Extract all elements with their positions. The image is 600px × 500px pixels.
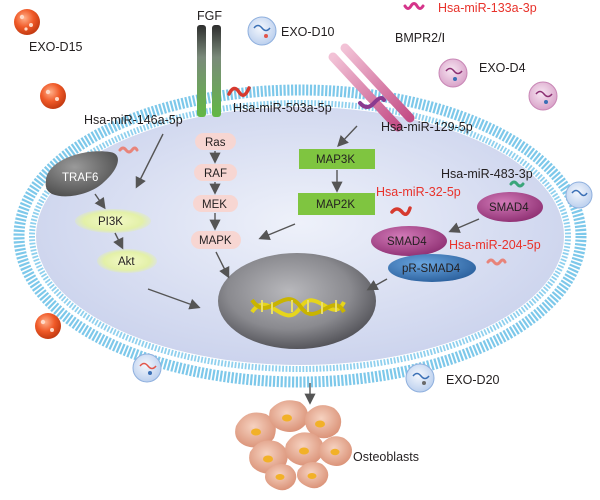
mirna-strand-icon <box>509 180 525 188</box>
mapk-node: MAPK <box>191 231 241 249</box>
osteoblast-cell-icon <box>269 400 308 432</box>
nucleus <box>218 253 376 349</box>
mirna-strand-icon <box>227 86 251 97</box>
osteoblast-cluster <box>235 400 352 491</box>
exosome-icon <box>40 83 66 109</box>
fgf-receptor: FGF <box>197 9 222 117</box>
cytoplasm <box>36 107 564 365</box>
mek-label: MEK <box>202 199 227 211</box>
bmpr-receptor: BMPR2/Ⅰ <box>328 31 445 132</box>
mek-node: MEK <box>193 195 238 212</box>
mirna-133a-label: Hsa-miR-133a-3p <box>438 1 537 15</box>
mirna-strand-icon <box>358 96 386 109</box>
mirna-146a-label: Hsa-miR-146a-5p <box>84 113 183 127</box>
bmpr-label: BMPR2/Ⅰ <box>395 31 445 45</box>
ras-label: Ras <box>205 137 226 149</box>
osteoblast-cell-icon <box>265 464 297 491</box>
mirna-483-label: Hsa-miR-483-3p <box>441 167 533 181</box>
mirna-strand-icon <box>403 2 425 10</box>
exosome-icon <box>247 16 277 46</box>
raf-label: RAF <box>204 168 227 180</box>
ras-node: Ras <box>195 133 236 150</box>
smad4-label: SMAD4 <box>489 202 529 214</box>
psmad4-node: pR-SMAD4 <box>388 254 476 282</box>
mirna-strand-icon <box>486 258 507 266</box>
exosome-icon <box>132 353 162 383</box>
exosome-icon <box>565 181 593 209</box>
osteoblast-cell-icon <box>297 462 329 489</box>
osteoblasts-label: Osteoblasts <box>353 450 419 464</box>
raf-node: RAF <box>194 164 237 181</box>
map2k-node: MAP2K <box>298 193 375 215</box>
exo-d15-label: EXO-D15 <box>29 40 83 54</box>
exosome-icon <box>14 9 40 35</box>
dna-helix-icon <box>250 297 346 318</box>
smad4-node: SMAD4 <box>371 226 447 256</box>
osteoblast-cell-icon <box>319 436 352 466</box>
pi3k-node: PI3K <box>75 209 151 233</box>
mapk-label: MAPK <box>199 235 232 247</box>
osteoblast-cell-icon <box>235 412 276 448</box>
cell <box>13 84 587 388</box>
traf6-label: TRAF6 <box>62 172 98 184</box>
exo-d20-label: EXO-D20 <box>446 373 500 387</box>
membrane-inner <box>29 100 571 372</box>
pi3k-label: PI3K <box>98 216 123 228</box>
smad4-node: SMAD4 <box>477 192 543 222</box>
map2k-label: MAP2K <box>316 199 355 211</box>
exosome-icon <box>405 363 435 393</box>
exosome-icon <box>438 58 468 88</box>
akt-label: Akt <box>118 256 135 268</box>
osteoblast-cell-icon <box>285 432 324 466</box>
mirna-129-label: Hsa-miR-129-5p <box>381 120 473 134</box>
smad4-label: SMAD4 <box>387 236 427 248</box>
membrane-outer <box>13 84 587 388</box>
exosome-icon <box>35 313 61 339</box>
mirna-32-label: Hsa-miR-32-5p <box>376 185 461 199</box>
arrows <box>94 125 480 405</box>
akt-node: Akt <box>97 249 157 273</box>
mirna-strand-icon <box>118 146 139 154</box>
osteoblast-cell-icon <box>305 405 342 439</box>
mirna-strand-icon <box>390 206 412 216</box>
map3k-node: MAP3K <box>299 149 375 169</box>
exo-d10-label: EXO-D10 <box>281 25 335 39</box>
traf6-node: TRAF6 <box>45 151 118 197</box>
fgf-label: FGF <box>197 9 222 23</box>
mirna-503a-label: Hsa-miR-503a-5p <box>233 101 332 115</box>
mirna-204-label: Hsa-miR-204-5p <box>449 238 541 252</box>
map3k-label: MAP3K <box>316 154 355 166</box>
exo-d4-label: EXO-D4 <box>479 61 526 75</box>
psmad4-label: pR-SMAD4 <box>402 263 461 275</box>
exosome-icon <box>528 81 558 111</box>
